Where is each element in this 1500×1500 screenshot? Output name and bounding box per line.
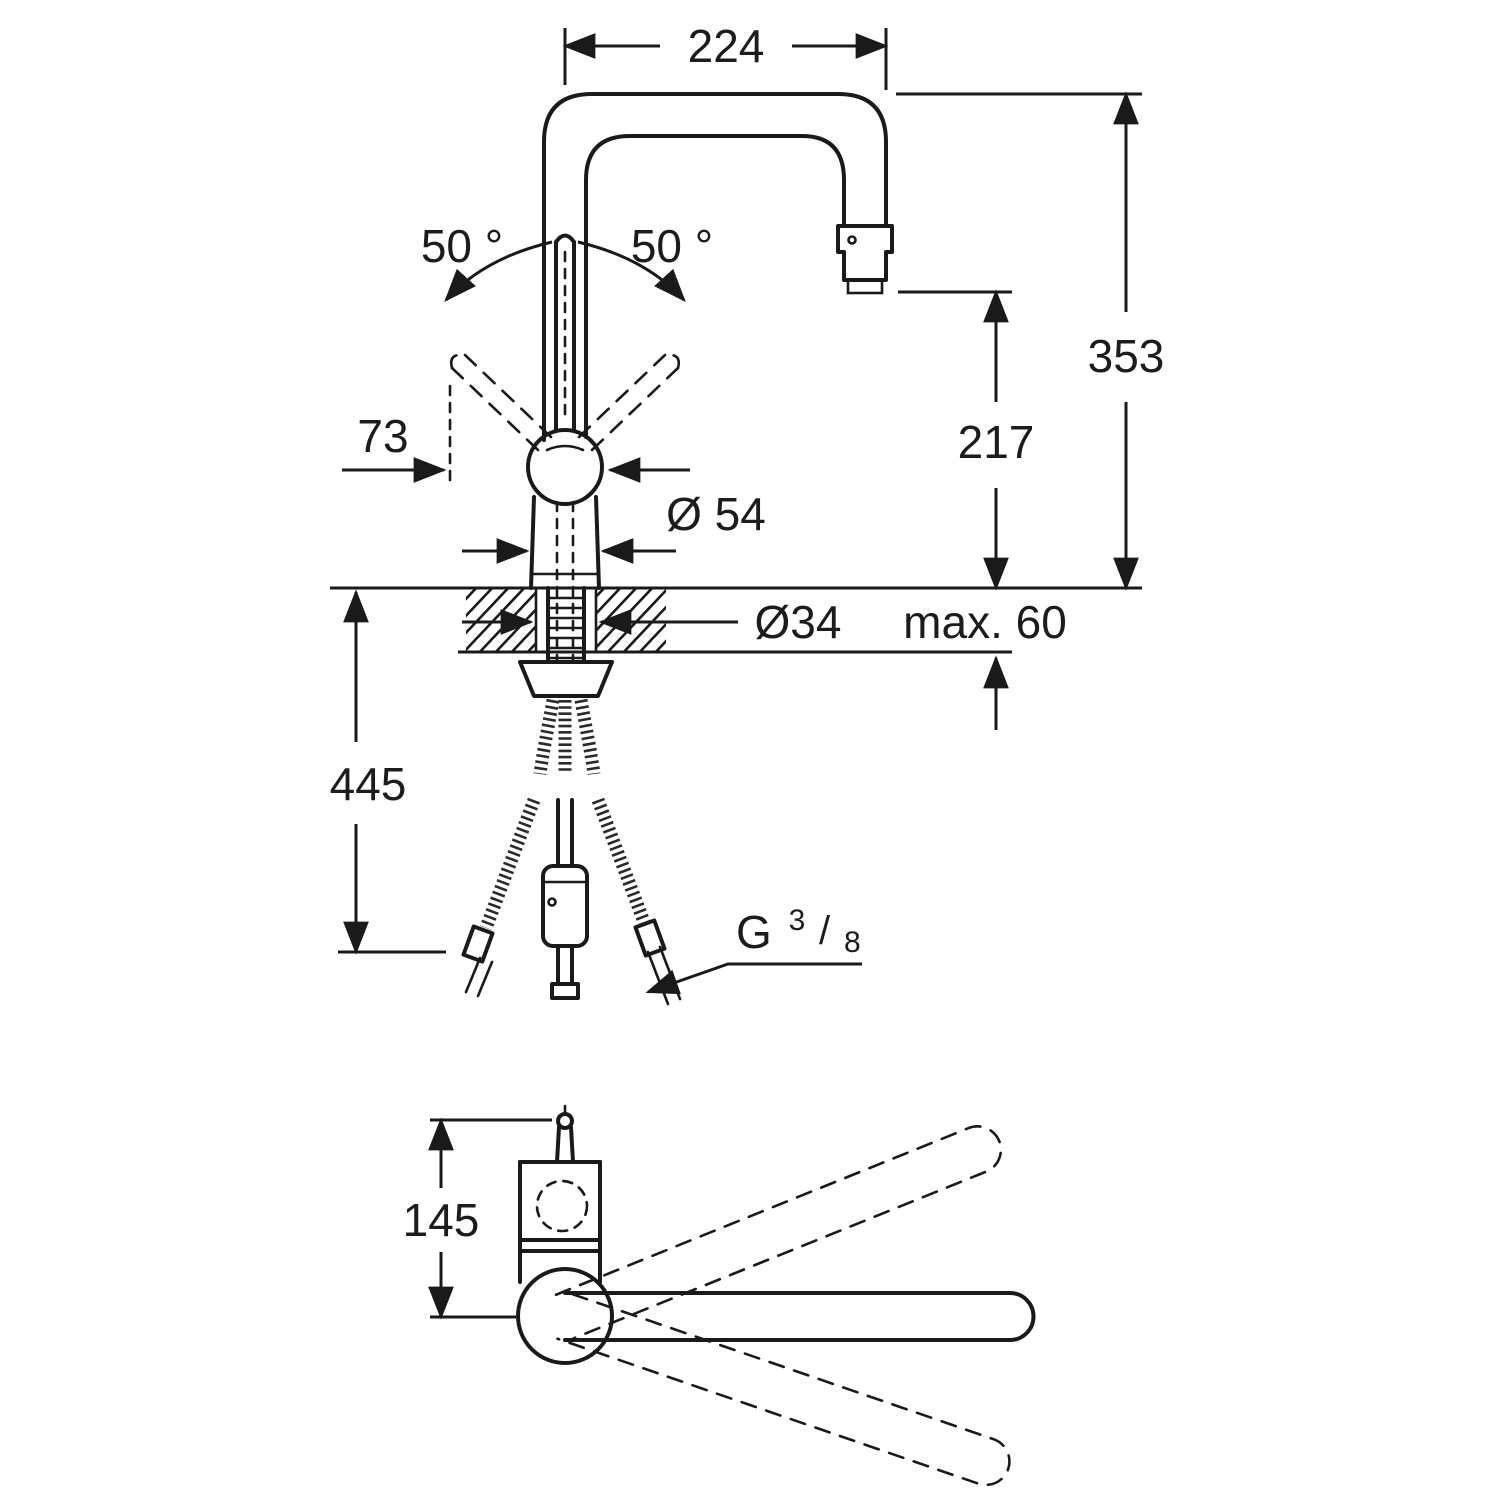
lever-swing-left xyxy=(450,353,553,452)
dim-base-diameter: Ø 54 xyxy=(462,488,766,564)
plan-spout-solid xyxy=(563,1291,1036,1342)
dim-label-lever-offset: 73 xyxy=(357,410,408,462)
thread-slash: / xyxy=(819,909,831,953)
lever-handle xyxy=(554,233,576,432)
dim-outlet-height: 217 xyxy=(898,289,1035,591)
dim-label-thread: G 3 / 8 xyxy=(736,888,861,959)
dim-total-height: 353 xyxy=(896,91,1165,591)
plan-spout-pivot xyxy=(516,1267,614,1365)
dim-hole-diameter: Ø34 xyxy=(462,596,841,648)
faucet-body xyxy=(526,428,604,662)
dim-label-hole-diameter: Ø34 xyxy=(755,596,842,648)
plan-spout-dashed-up xyxy=(554,1125,1003,1340)
dim-label-swivel-right: 50 ° xyxy=(631,220,713,272)
hose-fitting-left xyxy=(461,924,495,964)
mounting-shank xyxy=(518,586,614,698)
dim-hose-length: 445 xyxy=(330,589,446,955)
dim-label-base-diameter: Ø 54 xyxy=(666,488,766,540)
pullout-hose-weight xyxy=(541,700,589,1000)
plan-view: 145 xyxy=(403,1104,1036,1487)
thread-denominator: 8 xyxy=(844,926,861,959)
dim-lever-offset: 73 xyxy=(342,384,690,486)
hose-fitting-right xyxy=(633,918,667,958)
dim-max-thickness: max. 60 xyxy=(903,596,1067,730)
dim-swivel-angles: 50 ° 50 ° xyxy=(421,220,713,302)
hatch-lines xyxy=(466,588,666,652)
dim-label-hose-length: 445 xyxy=(330,758,407,810)
dim-label-swivel-left: 50 ° xyxy=(421,220,503,272)
dim-plan-depth: 145 xyxy=(403,1117,552,1320)
dim-label-total-height: 353 xyxy=(1088,330,1165,382)
dim-label-outlet-height: 217 xyxy=(958,416,1035,468)
faucet-spout xyxy=(542,92,888,442)
dim-label-plan-depth: 145 xyxy=(403,1194,480,1246)
spray-head xyxy=(836,224,894,295)
dim-label-spout-reach: 224 xyxy=(688,20,765,72)
dim-spout-reach: 224 xyxy=(562,20,889,90)
lever-swing-right xyxy=(577,353,680,452)
dim-label-max-thickness: max. 60 xyxy=(903,596,1067,648)
thread-numerator: 3 xyxy=(789,904,806,937)
plan-spout-dashed-down xyxy=(556,1293,1011,1487)
dim-thread: G 3 / 8 xyxy=(645,888,862,995)
thread-letter: G xyxy=(736,906,772,958)
